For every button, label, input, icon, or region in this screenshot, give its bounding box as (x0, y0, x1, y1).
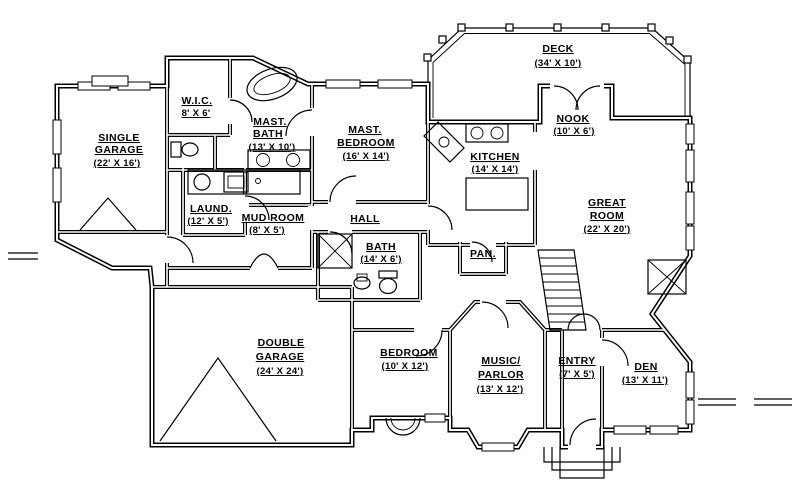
mud-room-label: MUD ROOM (242, 212, 305, 224)
kitchen-label: KITCHEN (470, 151, 519, 163)
garage-door-marking-double (159, 356, 277, 442)
deck-post (601, 23, 610, 32)
mud-room-dims: (8' X 5') (249, 225, 285, 236)
hall-bath-toilet (378, 270, 398, 295)
single-garage-dims: (22' X 16') (94, 158, 141, 169)
great-room-label2: ROOM (590, 210, 624, 222)
kitchen-sink (465, 123, 509, 143)
wic-label: W.I.C. (182, 95, 213, 107)
deck-post (505, 23, 514, 32)
music-parlor-label: MUSIC/ (481, 355, 520, 367)
bedroom-label: BEDROOM (380, 347, 438, 359)
mast-bedroom-label2: BEDROOM (337, 137, 395, 149)
fireplace (647, 259, 687, 295)
front-porch-steps (543, 447, 621, 479)
great-room-label: GREAT (588, 197, 626, 209)
music-parlor-dims: (13' X 12') (477, 384, 524, 395)
garage-roof-notch (91, 75, 129, 87)
single-garage-label2: GARAGE (95, 144, 144, 156)
pantry-label: PAN. (470, 248, 496, 260)
deck-post (457, 23, 466, 32)
deck-post (665, 36, 674, 45)
kitchen-dims: (14' X 14') (472, 164, 519, 175)
laundry-appliances (187, 169, 301, 195)
corner-range (423, 121, 465, 163)
hall-label: HALL (350, 213, 380, 225)
mast-bedroom-label: MAST. (348, 124, 382, 136)
bath-label: BATH (366, 241, 396, 253)
right-terrace-lines (698, 398, 792, 406)
bedroom-bay-window (385, 417, 421, 436)
deck-post (423, 53, 432, 62)
windows (52, 75, 695, 452)
nook-label: NOOK (556, 113, 589, 125)
deck-post (683, 55, 692, 64)
double-garage-label: DOUBLE (258, 337, 305, 349)
bath-dims: (14' X 6') (360, 254, 401, 265)
hall-bath-sink (353, 273, 371, 290)
music-parlor-label2: PARLOR (478, 369, 524, 381)
deck-railing (423, 23, 692, 118)
deck-post (553, 23, 562, 32)
single-garage-label: SINGLE (98, 132, 140, 144)
garage-door-marking-single (79, 197, 137, 231)
room-labels: SINGLE GARAGE (22' X 16') W.I.C. 8' X 6'… (94, 43, 668, 395)
bathtub (246, 66, 298, 102)
kitchen-island (465, 177, 529, 211)
master-vanity-sinks (247, 149, 311, 171)
stairs (537, 249, 587, 331)
nook-dims: (10' X 6') (553, 126, 594, 137)
master-toilet (170, 141, 199, 158)
door-arcs (166, 85, 629, 446)
entry-label: ENTRY (558, 355, 595, 367)
left-terrace-line (8, 252, 38, 260)
deck-dims: (34' X 10') (535, 58, 582, 69)
den-dims: (13' X 11') (622, 375, 668, 386)
deck-post (647, 23, 656, 32)
shower (317, 233, 353, 269)
mast-bedroom-dims: (16' X 14') (343, 151, 390, 162)
laundry-label: LAUND. (190, 203, 232, 215)
entry-dims: (7' X 5') (559, 369, 595, 380)
mast-bath-label: MAST. (253, 116, 287, 128)
fixtures (8, 66, 792, 479)
deck-label: DECK (542, 43, 573, 55)
wic-dims: 8' X 6' (182, 108, 211, 119)
mast-bath-label2: BATH (253, 128, 283, 140)
double-garage-label2: GARAGE (256, 351, 305, 363)
bedroom-dims: (10' X 12') (382, 361, 429, 372)
den-label: DEN (634, 361, 657, 373)
double-garage-dims: (24' X 24') (257, 366, 304, 377)
deck-post (438, 35, 447, 44)
laundry-dims: (12' X 5') (187, 216, 228, 227)
great-room-dims: (22' X 20') (584, 224, 631, 235)
mast-bath-dims: (13' X 10') (249, 142, 296, 153)
